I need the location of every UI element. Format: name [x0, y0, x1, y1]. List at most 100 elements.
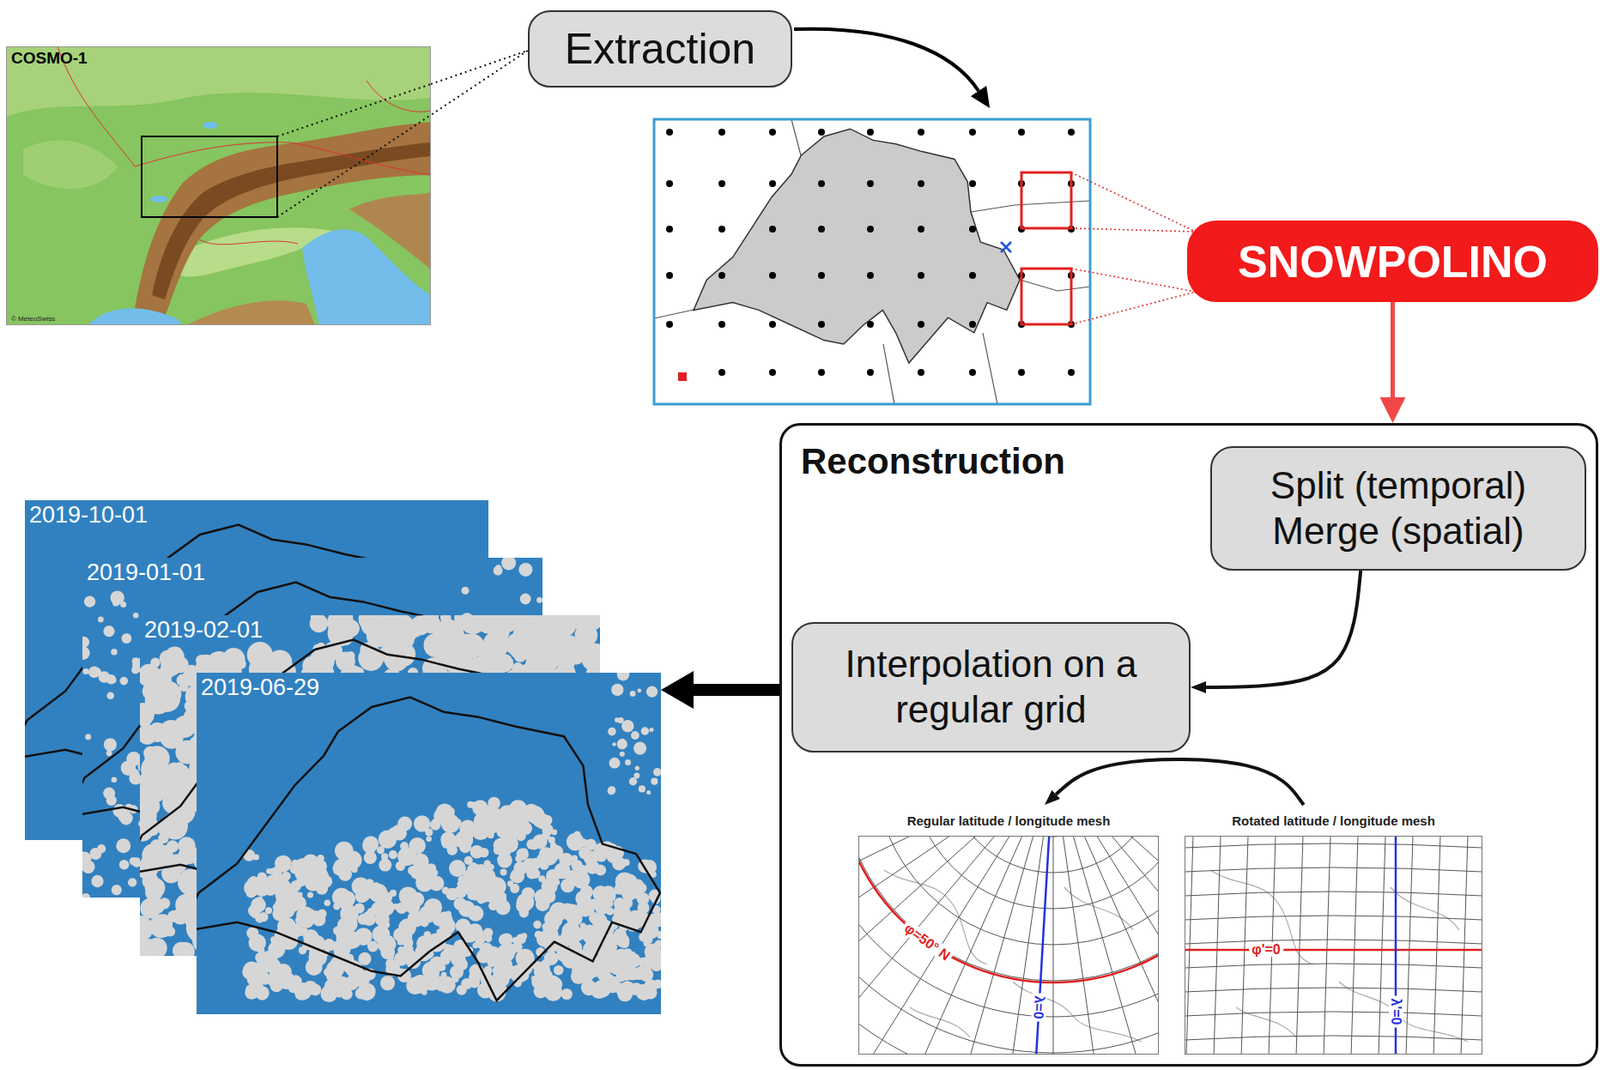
grid-point [666, 180, 673, 188]
snow-map: 2019-06-29 [196, 672, 661, 1015]
snow-patch [580, 922, 587, 929]
grid-point [718, 180, 726, 188]
snow-patch [121, 633, 133, 644]
snow-patch [348, 921, 356, 929]
snow-patch [384, 647, 410, 673]
grid-point [969, 128, 976, 136]
longitude-line [1053, 836, 1159, 1055]
lowland [6, 46, 431, 117]
copyright-note: © MeteoSwiss [11, 315, 426, 323]
snow-patch [174, 769, 188, 783]
coastline [1012, 981, 1142, 1043]
country-shape [693, 128, 1020, 364]
snow-patch [127, 878, 137, 887]
mesh-figure [858, 836, 1159, 1055]
snow-patch [607, 786, 616, 794]
snow-patch [635, 766, 640, 771]
longitude-line [1053, 836, 1055, 1055]
snow-patch [119, 860, 130, 871]
panel-heading: Regular latitude / longitude mesh [858, 813, 1159, 829]
snow-patch [335, 652, 356, 673]
extraction-area [141, 136, 278, 218]
grid-point [718, 225, 726, 233]
snow-patch [82, 646, 91, 661]
snow-patch [310, 615, 322, 624]
grid-point [818, 369, 825, 376]
connector [1055, 759, 1304, 806]
border-line [791, 119, 801, 156]
snow-patch [442, 623, 465, 646]
grid-point [718, 128, 726, 136]
snow-patch [119, 812, 134, 826]
grid-point [769, 180, 776, 188]
snow-patch [82, 668, 89, 675]
snow-patch [126, 751, 141, 767]
grid-point [969, 180, 976, 188]
snow-patch [363, 836, 380, 853]
snow-patch [120, 601, 127, 608]
snow-patch [495, 654, 514, 673]
snow-patch [536, 597, 543, 604]
date-label: 2019-02-01 [144, 617, 263, 644]
selection-box [1021, 172, 1072, 229]
grid-point [969, 225, 976, 233]
snow-patch [195, 654, 207, 667]
snow-patch [141, 720, 152, 730]
snow-content [196, 672, 661, 1015]
snow-patch [106, 750, 113, 757]
snow-patch [577, 615, 600, 632]
snow-patch [324, 900, 332, 908]
snow-patch [617, 739, 628, 750]
leader-line [1071, 291, 1196, 325]
longitude-line [1053, 836, 1159, 1055]
snow-patch [513, 861, 528, 876]
snow-patch [509, 873, 518, 882]
snow-patch [82, 636, 90, 649]
snow-patch [111, 884, 122, 896]
date-label: 2019-01-01 [86, 559, 206, 587]
snow-patch [572, 638, 589, 655]
snow-patch [132, 657, 140, 665]
mesh-lines [1184, 836, 1483, 1055]
snow-patch [413, 815, 431, 832]
snow-patch [357, 645, 384, 672]
snow-patch [120, 677, 129, 686]
snow-patch [176, 896, 191, 910]
grid-point [1067, 128, 1075, 136]
snow-patch [179, 872, 191, 884]
snow-patch [461, 587, 470, 595]
node-text: Extraction [564, 24, 756, 74]
grid-point [866, 369, 874, 376]
grid-point [769, 225, 776, 233]
grid-point [666, 272, 673, 279]
snow-patch [630, 690, 637, 697]
lowland [23, 140, 118, 189]
longitude-line [1351, 836, 1358, 1055]
snow-patch [646, 790, 651, 795]
latitude-line [1184, 1036, 1483, 1041]
model-box: SNOWPOLINO [1187, 220, 1599, 303]
grid-point [769, 369, 776, 376]
process-box: Extraction [527, 10, 793, 88]
snow-patch [84, 596, 96, 608]
grid-map [654, 119, 1091, 405]
grid-point [769, 128, 776, 136]
snow-patch [112, 600, 120, 607]
snow-patch [650, 778, 658, 786]
snow-patch [84, 733, 91, 740]
snow-patch [154, 758, 166, 770]
mesh-lines [858, 836, 1159, 1055]
grid-point [818, 272, 825, 279]
grid-point [866, 180, 874, 188]
border-line [199, 239, 298, 245]
snow-patch [365, 840, 372, 847]
snow-patch [152, 914, 174, 935]
snow-patch [103, 738, 117, 752]
longitude-line [957, 836, 1054, 1055]
snow-patch [630, 731, 640, 740]
coastline [1390, 887, 1460, 931]
snow-patch [607, 727, 617, 737]
terrain-map [6, 46, 431, 326]
mountains [186, 300, 316, 326]
grid-point [666, 128, 673, 136]
